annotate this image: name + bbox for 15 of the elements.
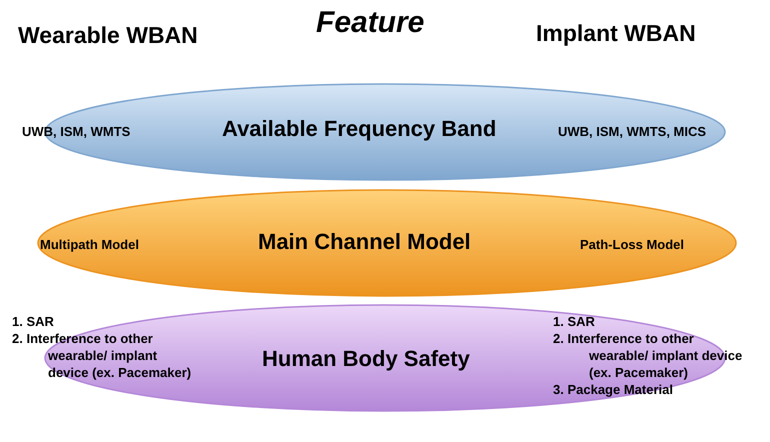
list-item: 1. SAR bbox=[553, 313, 596, 330]
column-heading: Wearable WBAN bbox=[18, 22, 198, 49]
column-heading: Implant WBAN bbox=[536, 20, 696, 47]
list-item: 2. Interference to other wearable/ implant device (ex. Pacemaker) bbox=[553, 330, 744, 381]
band-side-text: Path-Loss Model bbox=[580, 237, 684, 252]
band-title: Human Body Safety bbox=[262, 346, 470, 372]
list-item: 1. SAR bbox=[12, 313, 55, 330]
band-side-text: UWB, ISM, WMTS bbox=[22, 124, 130, 139]
band-title: Main Channel Model bbox=[258, 229, 471, 255]
list-item: 2. Interference to other wearable/ implant device (ex. Pacemaker) bbox=[12, 330, 192, 381]
title: Feature bbox=[316, 6, 424, 40]
band-title: Available Frequency Band bbox=[222, 116, 496, 142]
band-side-text: UWB, ISM, WMTS, MICS bbox=[558, 124, 706, 139]
band-side-text: Multipath Model bbox=[40, 237, 139, 252]
list-item: 3. Package Material bbox=[553, 381, 674, 398]
